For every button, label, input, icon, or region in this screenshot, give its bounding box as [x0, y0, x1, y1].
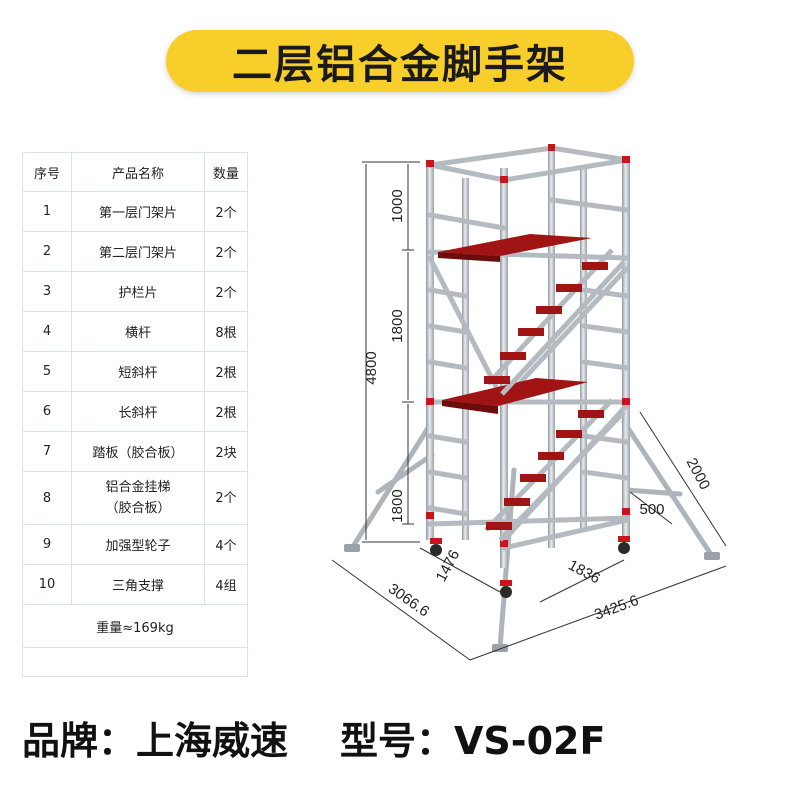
row-no: 4 [22, 311, 72, 352]
dim-length: 1836 [565, 557, 602, 588]
dimension-lines [331, 161, 727, 661]
row-name-line1: 铝合金挂梯 [105, 480, 171, 495]
model-label: 型号：VS-02F [340, 718, 606, 763]
row-name: 三角支撑 [71, 564, 205, 605]
row-no: 3 [22, 271, 72, 312]
dim-outrigger: 2000 [683, 455, 714, 492]
wheels [430, 536, 630, 598]
row-qty: 8根 [204, 311, 248, 352]
brand-label: 品牌：上海威速 [22, 718, 289, 763]
dim-upper-level: 1800 [389, 309, 406, 342]
table-row: 5 短斜杆 2根 [22, 351, 248, 392]
row-qty: 4个 [204, 524, 248, 565]
dim-outrigger-offset: 500 [639, 501, 664, 518]
weight-row: 重量≈169kg [22, 604, 248, 648]
row-name: 横杆 [71, 311, 205, 352]
scaffold-drawing: 4800 1000 1800 1800 1476 1836 2000 500 3… [331, 144, 727, 661]
table-row: 10 三角支撑 4组 [22, 564, 248, 605]
header-name: 产品名称 [71, 152, 205, 192]
parts-table: 序号 产品名称 数量 1 第一层门架片 2个 2 第二层门架片 2个 3 护栏片… [22, 152, 248, 677]
footer: 品牌：上海威速 型号：VS-02F [22, 706, 782, 768]
row-qty: 2个 [204, 191, 248, 232]
row-name: 第一层门架片 [71, 191, 205, 232]
row-no: 9 [22, 524, 72, 565]
dim-lower-level: 1800 [389, 489, 406, 522]
row-name: 长斜杆 [71, 391, 205, 432]
table-spacer-row [22, 647, 248, 677]
row-qty: 2个 [204, 471, 248, 525]
table-row: 1 第一层门架片 2个 [22, 191, 248, 232]
row-no: 6 [22, 391, 72, 432]
row-name: 加强型轮子 [71, 524, 205, 565]
table-spacer-cell [22, 647, 248, 677]
table-row: 2 第二层门架片 2个 [22, 231, 248, 272]
row-qty: 2个 [204, 271, 248, 312]
row-no: 5 [22, 351, 72, 392]
table-row: 3 护栏片 2个 [22, 271, 248, 312]
row-name: 踏板（胶合板） [71, 431, 205, 472]
table-row: 7 踏板（胶合板） 2块 [22, 431, 248, 472]
row-name-line2: （胶合板） [105, 501, 171, 516]
dim-top-guard: 1000 [389, 189, 406, 222]
row-name: 护栏片 [71, 271, 205, 312]
page-title: 二层铝合金脚手架 [232, 42, 568, 88]
header-no: 序号 [22, 152, 72, 192]
row-no: 10 [22, 564, 72, 605]
platform-upper [438, 234, 592, 262]
row-qty: 2个 [204, 231, 248, 272]
row-no: 1 [22, 191, 72, 232]
dim-total-height: 4800 [363, 351, 380, 384]
wheel-icon [500, 586, 512, 598]
row-name: 第二层门架片 [71, 231, 205, 272]
total-weight: 重量≈169kg [22, 604, 248, 648]
row-no: 7 [22, 431, 72, 472]
wheel-icon [430, 544, 442, 556]
table-row: 8 铝合金挂梯 （胶合板） 2个 [22, 471, 248, 525]
row-name: 铝合金挂梯 （胶合板） [71, 471, 205, 525]
wheel-icon [618, 542, 630, 554]
frame-joints [426, 144, 630, 547]
row-qty: 2块 [204, 431, 248, 472]
table-row: 6 长斜杆 2根 [22, 391, 248, 432]
ladder-lower [484, 398, 626, 542]
dim-base-length: 3425.6 [592, 592, 641, 624]
table-row: 9 加强型轮子 4个 [22, 524, 248, 565]
title-banner: 二层铝合金脚手架 [166, 30, 634, 92]
row-qty: 4组 [204, 564, 248, 605]
table-header-row: 序号 产品名称 数量 [22, 152, 248, 192]
table-row: 4 横杆 8根 [22, 311, 248, 352]
ladder-upper [484, 248, 626, 396]
row-qty: 2根 [204, 391, 248, 432]
row-no: 8 [22, 471, 72, 525]
row-name: 短斜杆 [71, 351, 205, 392]
header-qty: 数量 [204, 152, 248, 192]
platform-lower [442, 378, 588, 414]
dim-base-depth: 3066.6 [385, 580, 432, 620]
row-qty: 2根 [204, 351, 248, 392]
row-no: 2 [22, 231, 72, 272]
outrigger-feet [344, 544, 720, 652]
